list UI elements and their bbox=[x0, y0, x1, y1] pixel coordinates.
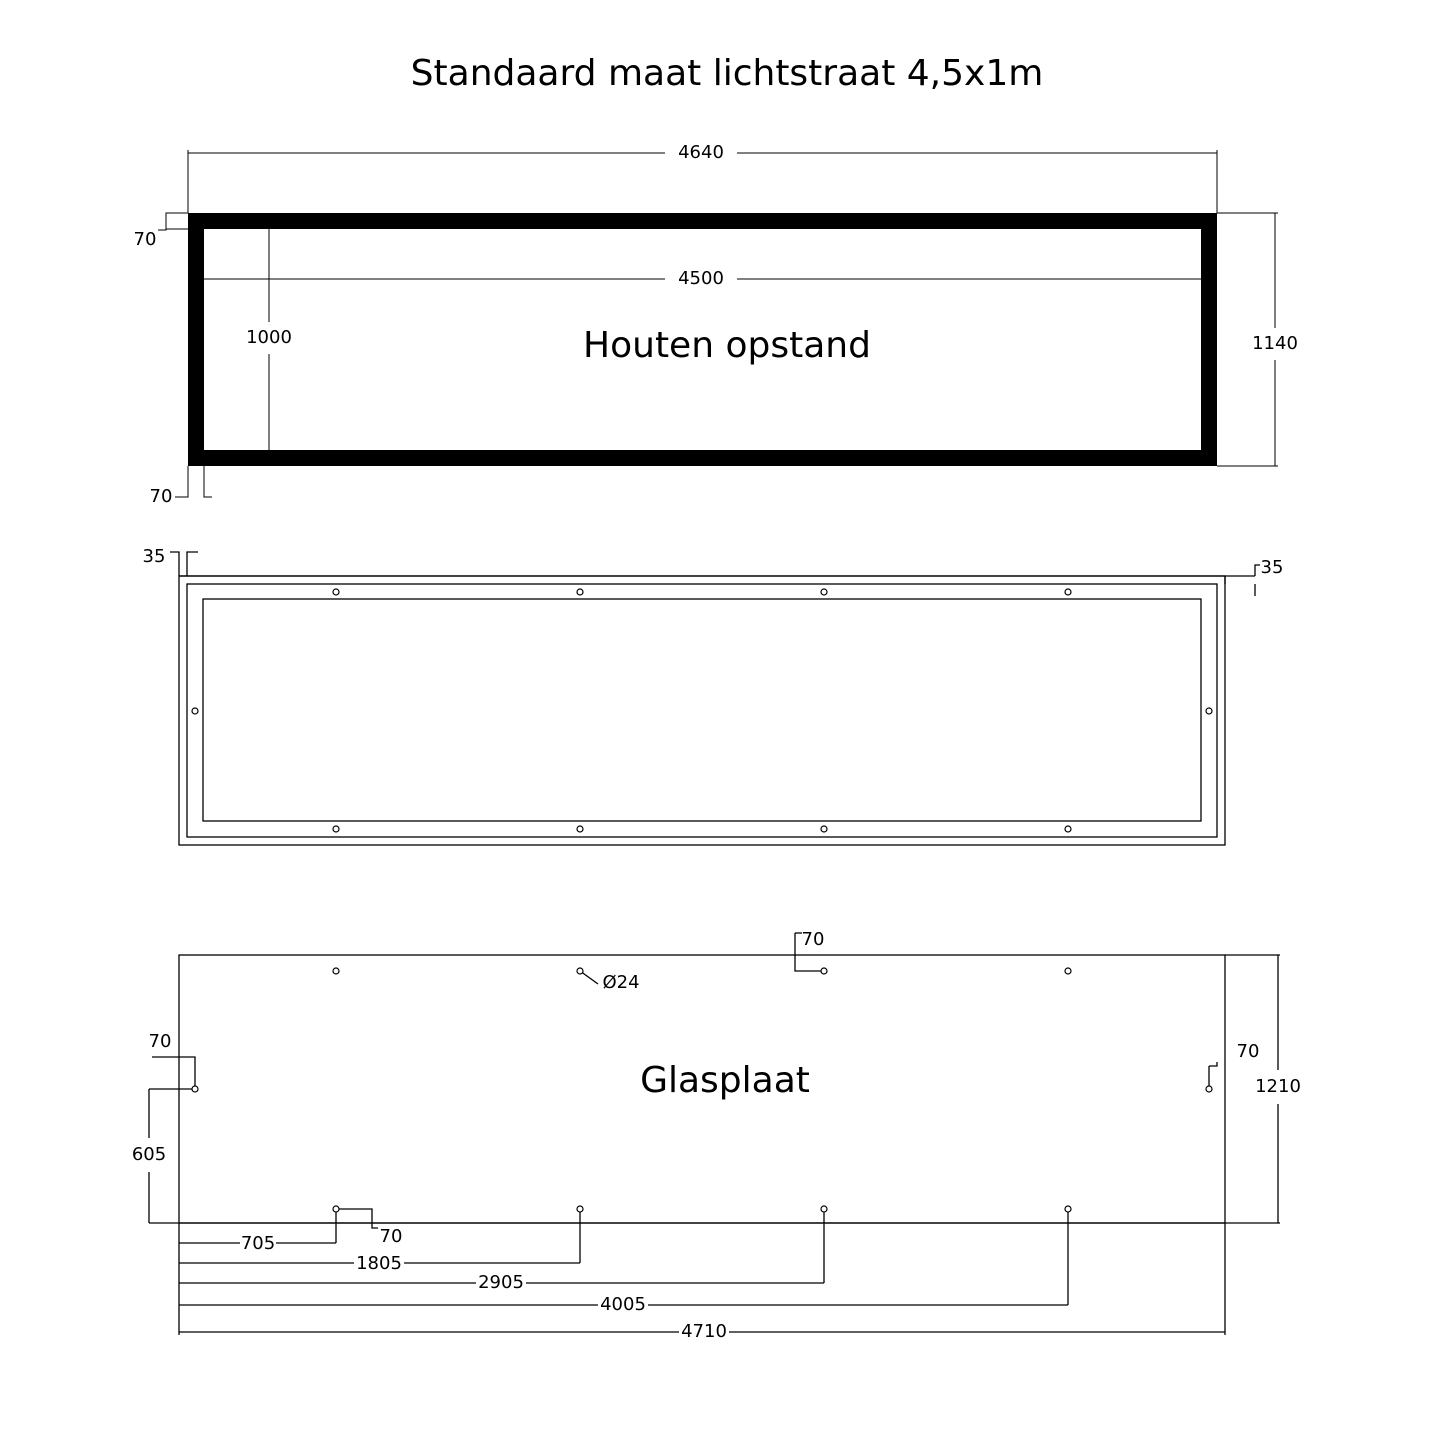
mounting-hole bbox=[332, 825, 340, 833]
inner-height-label: 1000 bbox=[246, 327, 292, 348]
left-offset-label: 35 bbox=[143, 546, 166, 567]
hole-diameter-label: Ø24 bbox=[602, 972, 639, 993]
glass-view: Glasplaat Ø24 70 70 70 1210 605 70 705 1… bbox=[132, 929, 1301, 1342]
mounting-hole bbox=[820, 825, 828, 833]
hole-3-distance-label: 2905 bbox=[478, 1272, 524, 1293]
mounting-hole bbox=[576, 967, 584, 975]
mounting-hole bbox=[191, 1085, 199, 1093]
mounting-hole bbox=[820, 588, 828, 596]
frame-label: Houten opstand bbox=[583, 325, 871, 366]
hole-2-distance-label: 1805 bbox=[356, 1253, 402, 1274]
top-thickness-label: 70 bbox=[134, 229, 157, 250]
outer-width-label: 4640 bbox=[678, 142, 724, 163]
bottom-hole-offset-label: 70 bbox=[380, 1226, 403, 1247]
mounting-hole bbox=[1064, 1205, 1072, 1213]
profile-view: 35 35 bbox=[143, 546, 1284, 846]
right-offset-label: 35 bbox=[1261, 557, 1284, 578]
mounting-hole bbox=[332, 967, 340, 975]
side-hole-height-label: 605 bbox=[132, 1144, 166, 1165]
frame-view: 4640 4500 1000 1140 70 70 Houten opstand bbox=[134, 142, 1298, 507]
mounting-hole bbox=[576, 1205, 584, 1213]
mounting-hole bbox=[1205, 707, 1213, 715]
top-hole-offset-label: 70 bbox=[802, 929, 825, 950]
mounting-hole bbox=[332, 1205, 340, 1213]
hole-1-distance-label: 705 bbox=[241, 1233, 275, 1254]
mounting-hole bbox=[820, 1205, 828, 1213]
mounting-hole bbox=[576, 825, 584, 833]
mounting-hole bbox=[1064, 588, 1072, 596]
frame-dimension-lines bbox=[158, 150, 1278, 498]
mounting-hole bbox=[191, 707, 199, 715]
mounting-hole bbox=[332, 588, 340, 596]
mounting-hole bbox=[820, 967, 828, 975]
outer-height-label: 1140 bbox=[1252, 333, 1298, 354]
hole-4-distance-label: 4005 bbox=[600, 1294, 646, 1315]
mounting-hole bbox=[1064, 967, 1072, 975]
glass-width-label: 4710 bbox=[681, 1321, 727, 1342]
glass-label: Glasplaat bbox=[640, 1060, 810, 1101]
glass-height-label: 1210 bbox=[1255, 1076, 1301, 1097]
mounting-hole bbox=[1064, 825, 1072, 833]
mounting-hole bbox=[1205, 1085, 1213, 1093]
side-thickness-label: 70 bbox=[150, 486, 173, 507]
left-hole-offset-label: 70 bbox=[149, 1031, 172, 1052]
inner-width-label: 4500 bbox=[678, 268, 724, 289]
mounting-hole bbox=[576, 588, 584, 596]
right-hole-offset-label: 70 bbox=[1237, 1041, 1260, 1062]
drawing-title: Standaard maat lichtstraat 4,5x1m bbox=[411, 53, 1044, 94]
